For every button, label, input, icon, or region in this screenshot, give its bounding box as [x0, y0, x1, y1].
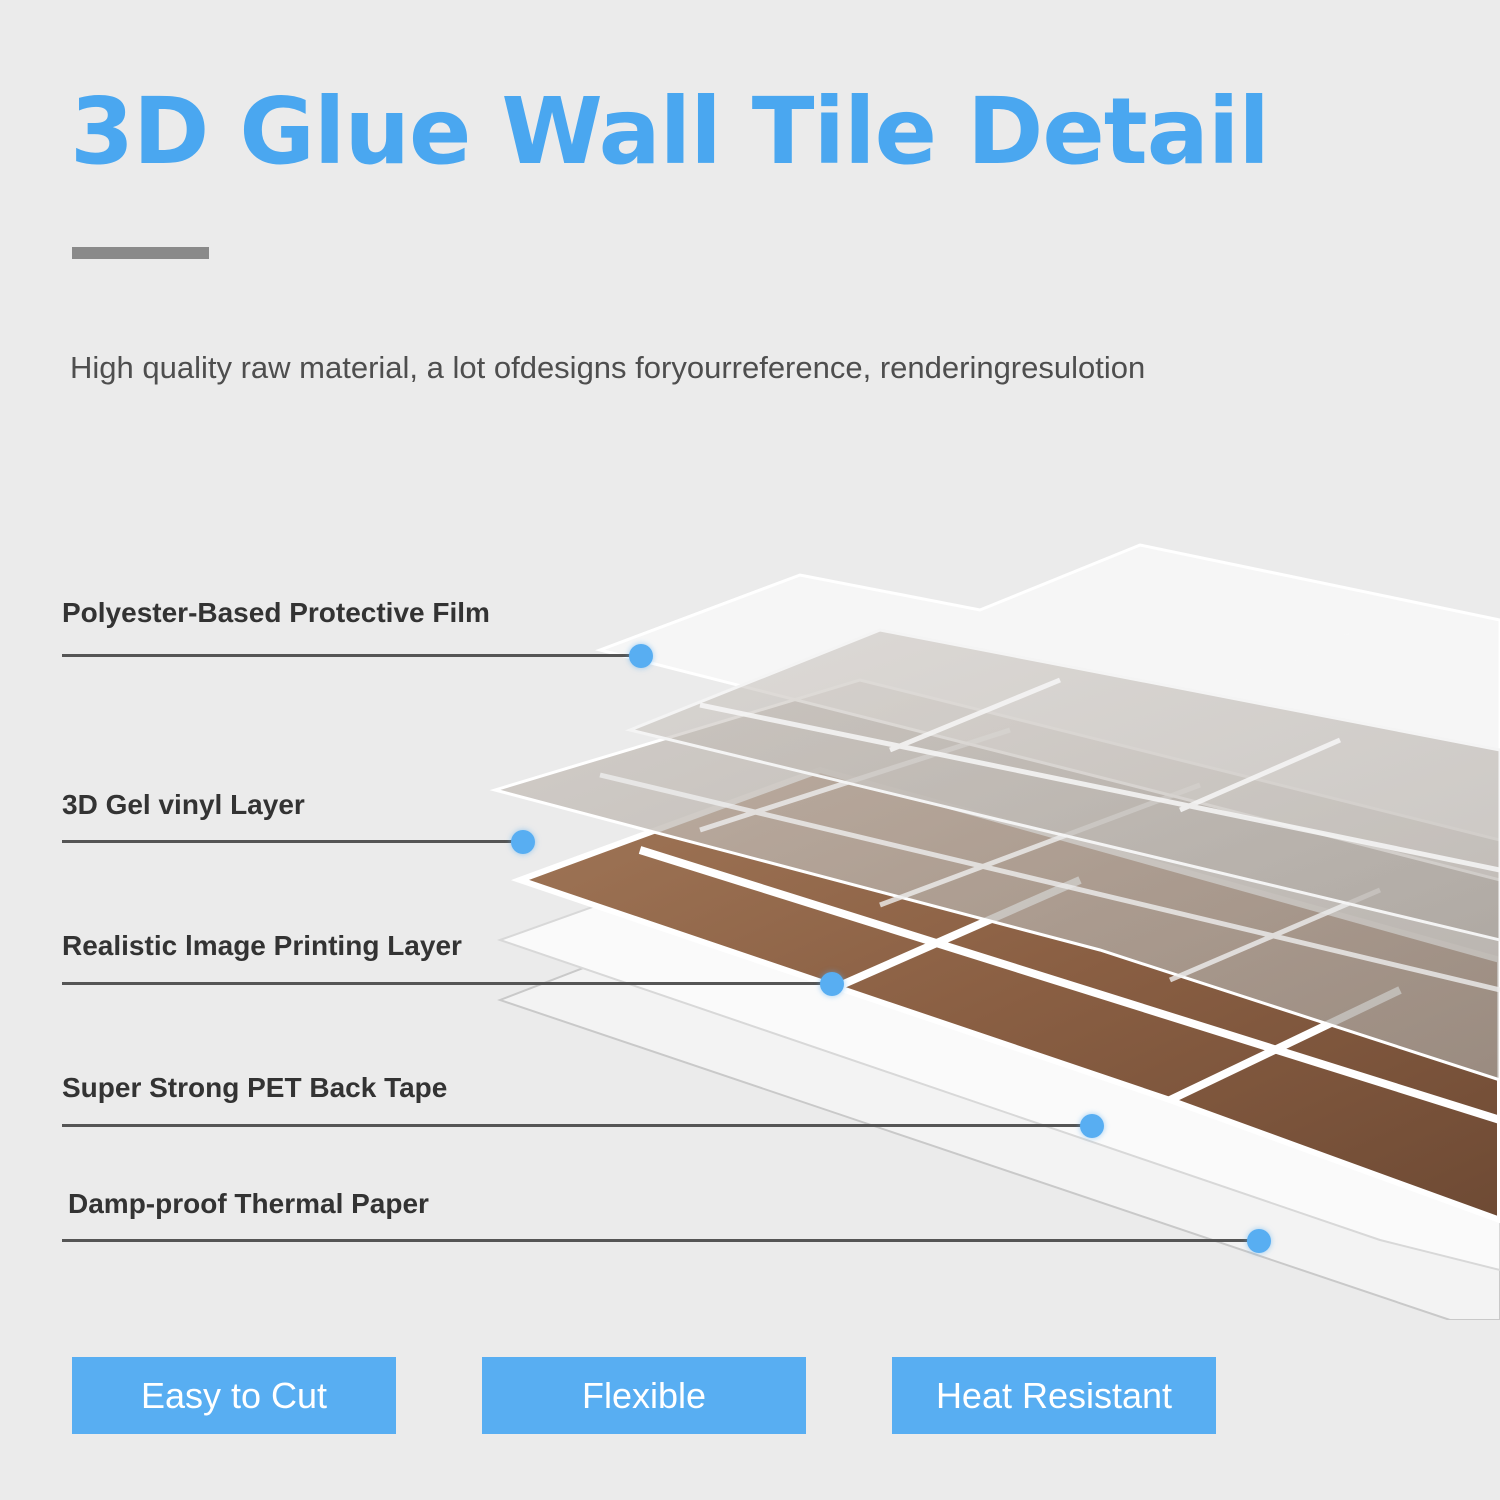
title-divider — [72, 247, 209, 259]
layer-line-pet-tape — [62, 1124, 1092, 1127]
layer-dot-thermal-paper — [1247, 1229, 1271, 1253]
layer-label-printing-layer: Realistic lmage Printing Layer — [62, 930, 462, 961]
layer-line-gel-vinyl — [62, 840, 522, 843]
page-subtitle: High quality raw material, a lot ofdesig… — [70, 350, 1146, 385]
page-title: 3D Glue Wall Tile Detail — [70, 78, 1270, 185]
layer-label-protective-film: Polyester-Based Protective Film — [62, 597, 490, 628]
feature-easy-to-cut: Easy to Cut — [72, 1357, 396, 1434]
layer-line-protective-film — [62, 654, 640, 657]
layer-dot-protective-film — [629, 644, 653, 668]
feature-flexible: Flexible — [482, 1357, 806, 1434]
layer-dot-gel-vinyl — [511, 830, 535, 854]
layer-line-printing-layer — [62, 982, 830, 985]
layer-label-gel-vinyl: 3D Gel vinyl Layer — [62, 789, 305, 820]
layer-dot-printing-layer — [820, 972, 844, 996]
layer-label-pet-tape: Super Strong PET Back Tape — [62, 1072, 448, 1103]
tile-layers-illustration — [489, 543, 1500, 1320]
layer-dot-pet-tape — [1080, 1114, 1104, 1138]
layer-line-thermal-paper — [62, 1239, 1259, 1242]
film-grout — [699, 632, 1500, 873]
layer-label-thermal-paper: Damp-proof Thermal Paper — [68, 1188, 429, 1219]
protective-film-tiles — [625, 628, 1500, 942]
feature-heat-resistant: Heat Resistant — [892, 1357, 1216, 1434]
